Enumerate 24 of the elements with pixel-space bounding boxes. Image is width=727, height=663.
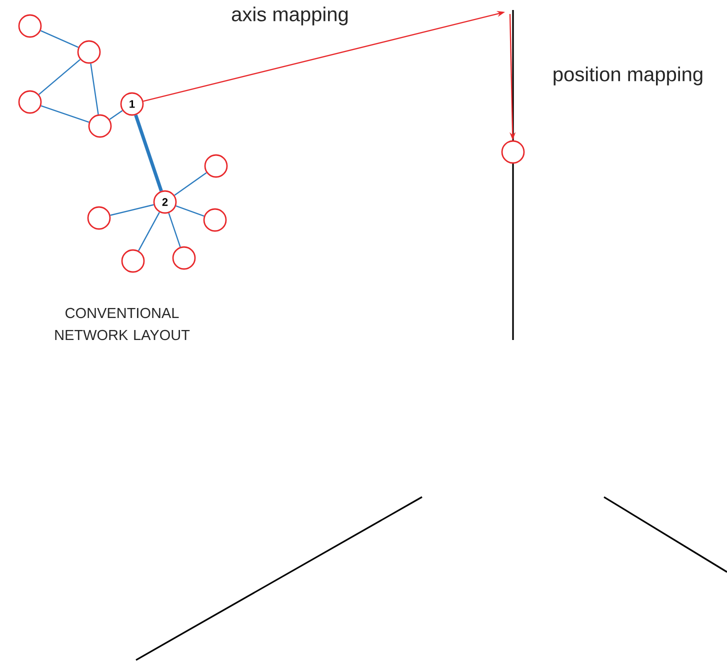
- connector-line: [90, 63, 99, 115]
- node-circle: [88, 114, 112, 138]
- connector-line: [134, 114, 163, 192]
- connector-line: [176, 205, 204, 217]
- connector-line: [110, 204, 154, 216]
- connector-line: [168, 212, 181, 248]
- node-circle: [77, 40, 101, 64]
- node-circle: [18, 90, 42, 114]
- caption-text: CONVENTIONAL NETWORK LAYOUT: [55, 308, 190, 340]
- connector-line: [174, 172, 207, 196]
- connector-line: [40, 30, 79, 48]
- node-circle: [204, 154, 228, 178]
- node-circle: [203, 208, 227, 232]
- node-circle: [87, 206, 111, 230]
- node-circle: [172, 246, 196, 270]
- connector-line: [138, 212, 160, 251]
- edge-label: position mapping: [551, 66, 705, 86]
- edge-label: axis mapping: [230, 6, 350, 26]
- node-circle: [121, 249, 145, 273]
- node-circle: [18, 14, 42, 38]
- connector-line: [38, 59, 80, 95]
- connector-line: [40, 105, 90, 123]
- node-circle: [501, 140, 525, 164]
- connector-line: [109, 110, 123, 120]
